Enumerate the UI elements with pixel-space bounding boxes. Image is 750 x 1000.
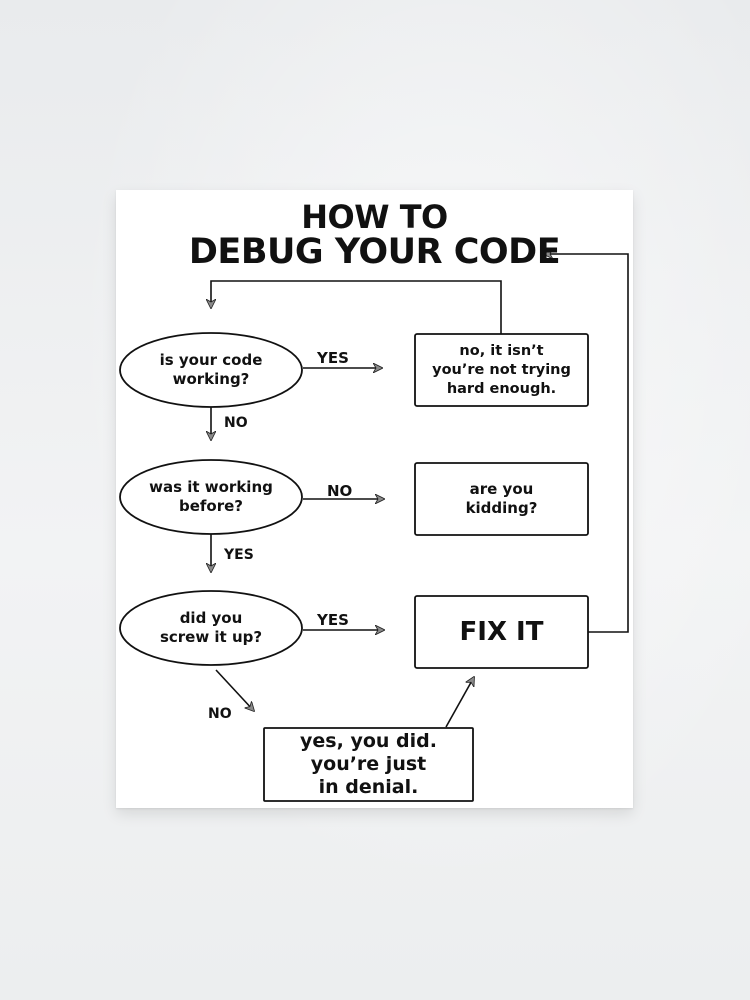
label-yes-2: YES: [224, 547, 254, 563]
box-denial-shape: [263, 727, 474, 802]
box-kidding-text: are you kidding?: [465, 480, 538, 517]
arrow-loop-from-no-isnt: [211, 280, 502, 334]
decision-working-text: is your code working?: [159, 351, 263, 388]
title-line-1: HOW TO: [301, 198, 448, 236]
decision-screw-text: did you screw it up?: [159, 609, 263, 646]
box-kidding-shape: [414, 462, 589, 536]
arrow-denial-to-fix: [445, 677, 474, 728]
poster: HOW TO DEBUG YOUR CODE is your code work…: [116, 190, 633, 808]
label-yes-1: YES: [317, 349, 349, 367]
arrow-loop-from-fix-it: [544, 254, 629, 633]
label-no-2: NO: [327, 482, 353, 500]
box-fix-it-text: FIX IT: [459, 617, 544, 647]
decision-before-text: was it working before?: [149, 478, 273, 515]
label-yes-3: YES: [317, 611, 349, 629]
flowchart-graphics: [119, 190, 629, 802]
label-no-3: NO: [208, 706, 232, 722]
label-no-1: NO: [224, 415, 248, 431]
arrow-no-3: [215, 669, 254, 711]
title-line-2: DEBUG YOUR CODE: [188, 232, 561, 272]
decision-screw-shape: [119, 590, 303, 666]
box-denial-text: yes, you did. you’re just in denial.: [300, 730, 437, 798]
box-no-isnt-text: no, it isn’t you’re not trying hard enou…: [432, 342, 571, 397]
